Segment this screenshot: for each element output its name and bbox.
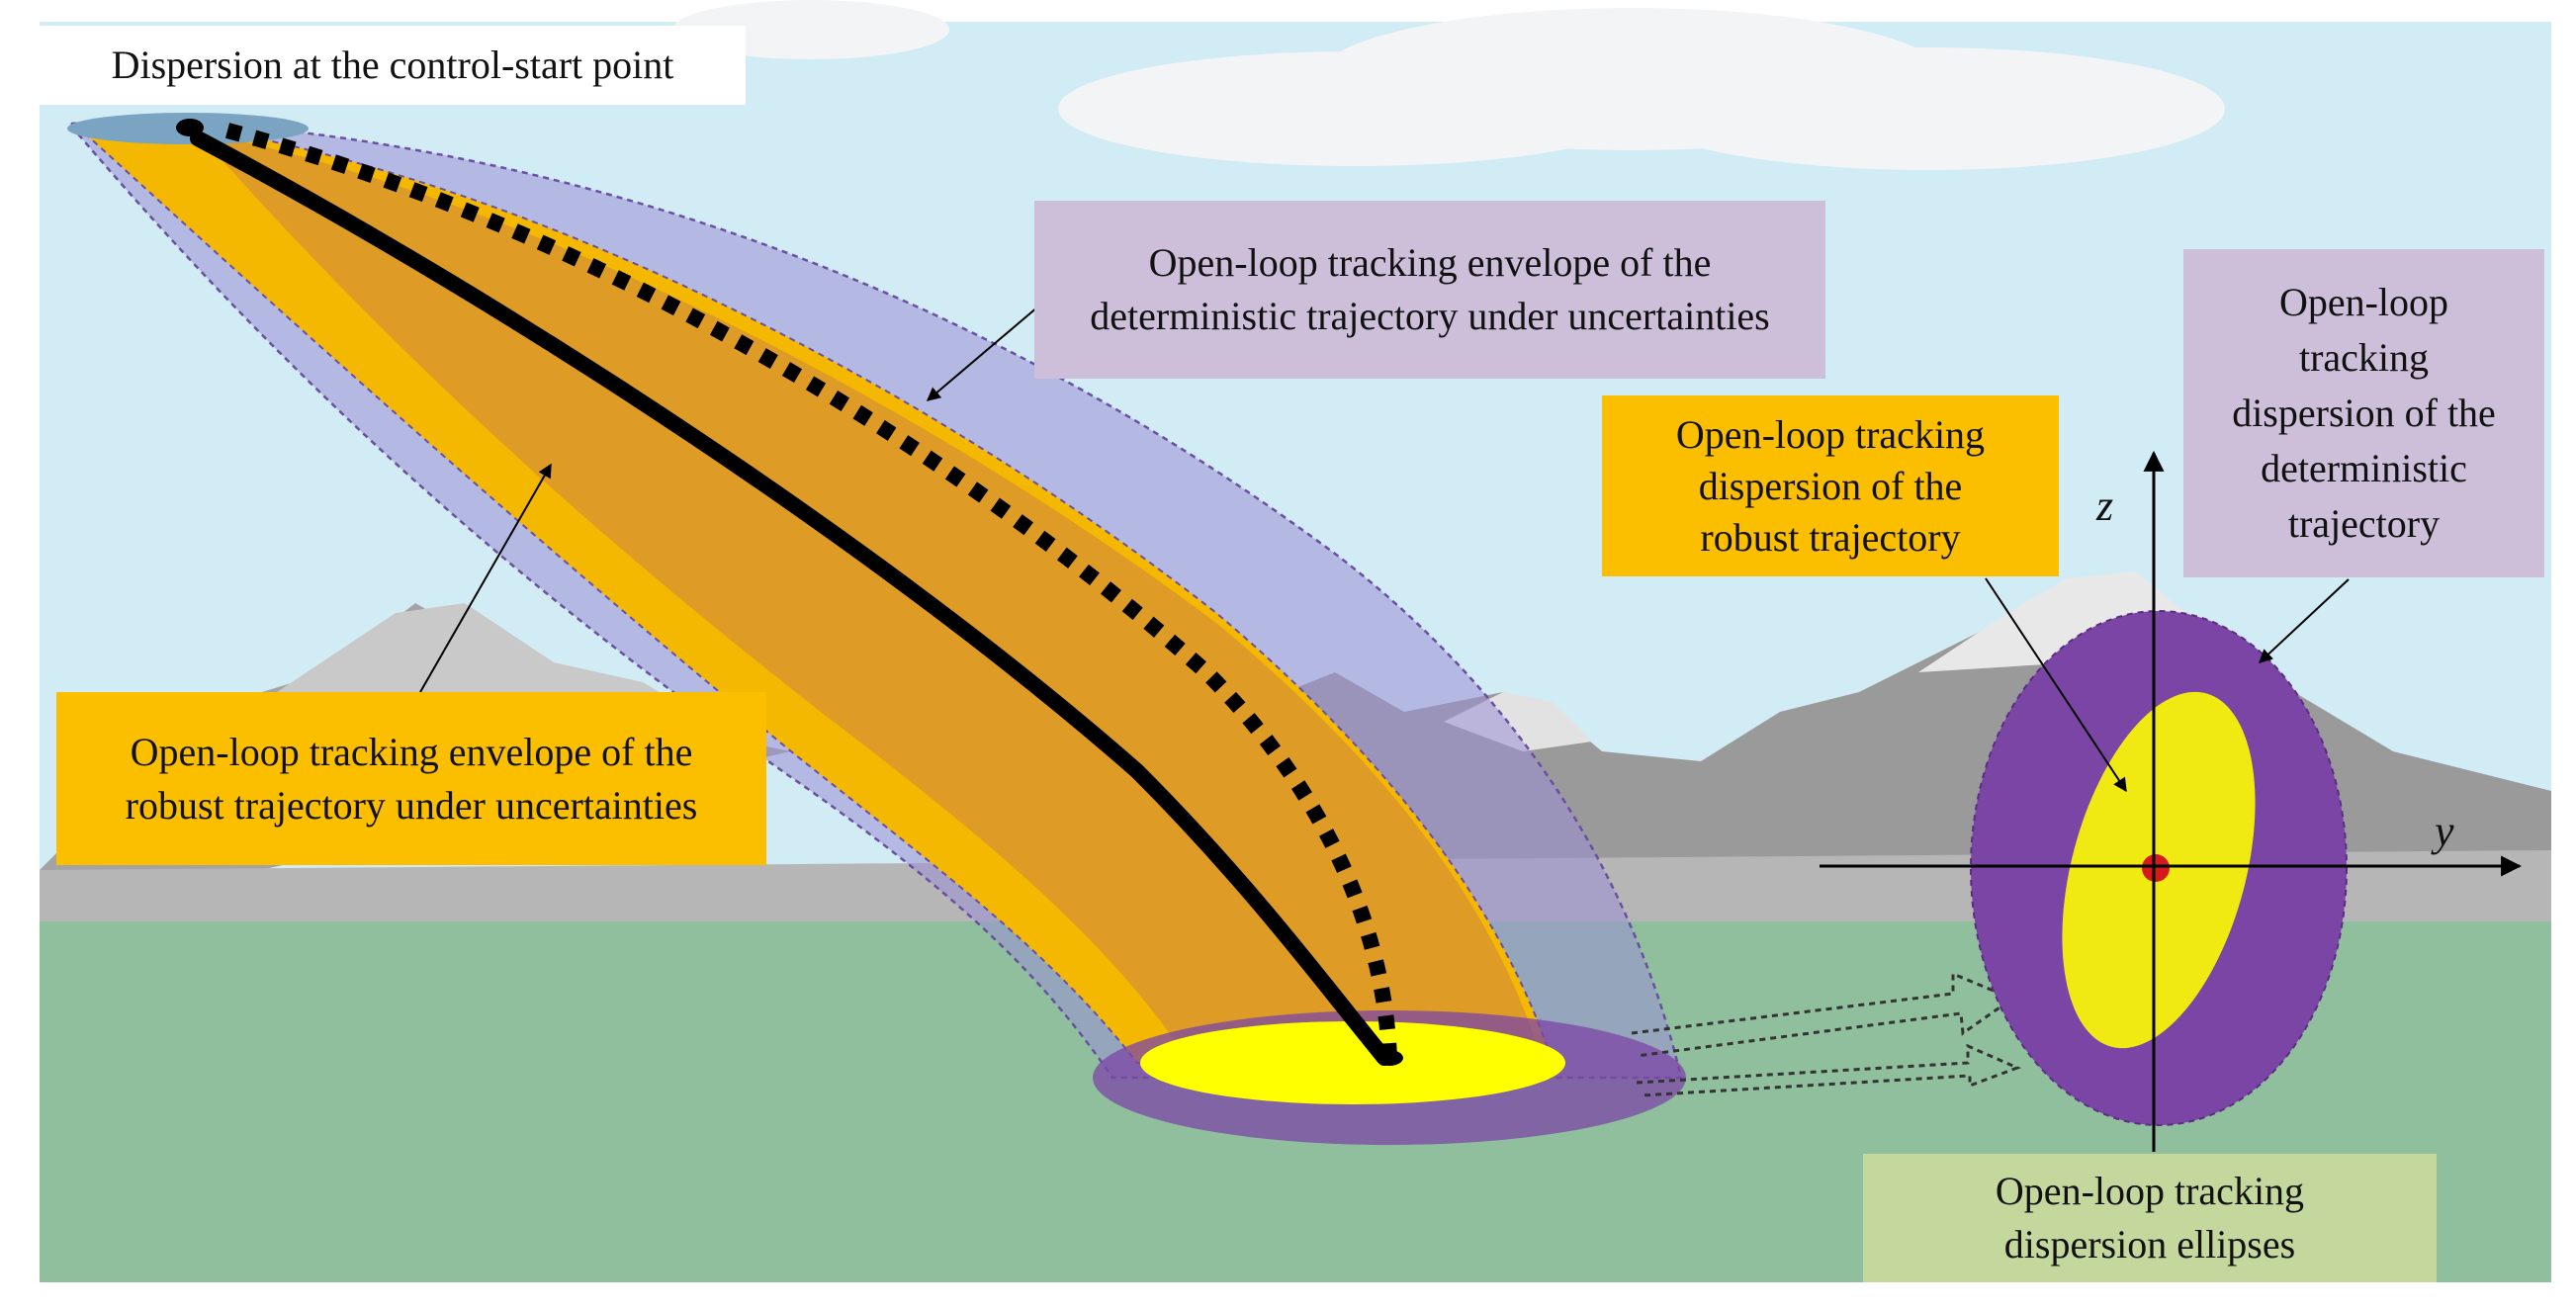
label-deterministic-dispersion: Open-loop tracking dispersion of the det…	[2183, 249, 2544, 577]
label-robust-envelope: Open-loop tracking envelope of the robus…	[56, 692, 766, 865]
terminal-point	[1376, 1050, 1403, 1066]
origin-point	[2142, 854, 2170, 882]
y-axis-label: y	[2435, 807, 2454, 855]
clouds	[672, 0, 2225, 170]
label-dispersion-ellipses: Open-loop tracking dispersion ellipses	[1863, 1154, 2437, 1282]
label-robust-dispersion: Open-loop tracking dispersion of the rob…	[1602, 395, 2059, 576]
label-control-start: Dispersion at the control-start point	[40, 26, 746, 105]
deterministic-trajectory-line	[224, 123, 1397, 1059]
leader-lines	[419, 306, 2350, 793]
z-axis-label: z	[2096, 481, 2114, 530]
robust-trajectory-line	[190, 131, 1392, 1066]
label-deterministic-envelope: Open-loop tracking envelope of the deter…	[1034, 201, 1825, 379]
terminal-robust-ellipse	[1140, 1021, 1565, 1104]
robust-envelope-core	[203, 133, 1538, 1058]
